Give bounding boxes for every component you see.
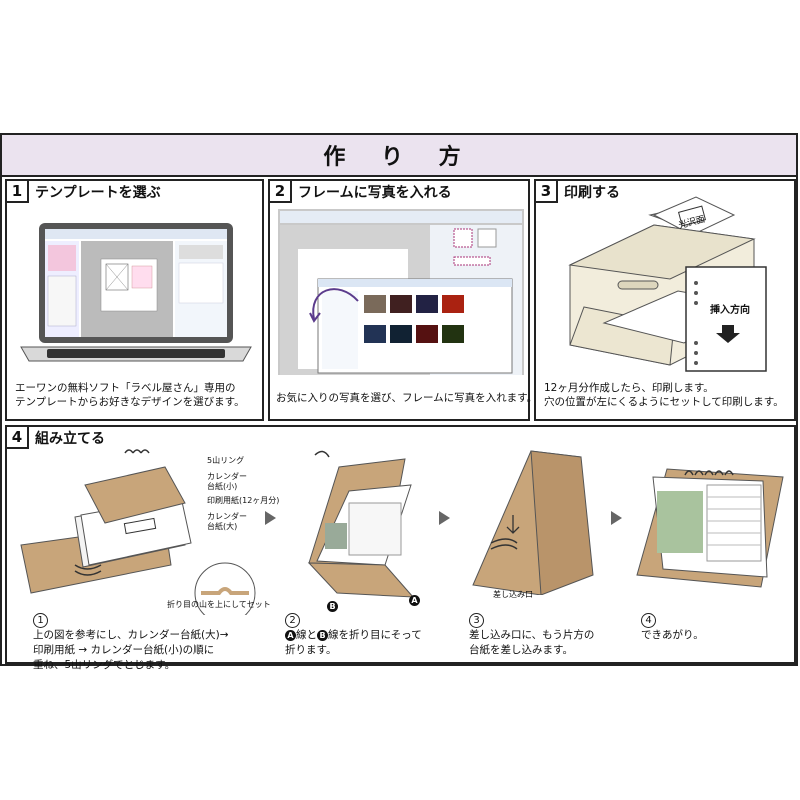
caption-line: 12ヶ月分作成したら、印刷します。 [544,382,714,394]
step-2-panel: 2 フレームに写真を入れる お気に入りの写 [268,179,537,421]
instructions-frame: 作 り 方 1 テンプレートを選ぶ エーワンの無料ソフト「ラベ [0,133,798,671]
insert-direction-label: 挿入方向 [710,305,750,316]
assembly-exploded-illustration [20,449,256,615]
next-arrow-icon [439,511,450,525]
caption-line: 穴の位置が左にくるようにセットして印刷します。 [544,396,784,408]
board-large-label-1: カレンダー [207,512,247,521]
folding-illustration [307,450,415,598]
sub-step-line: 折ります。 [285,644,337,656]
sub-step-4: 4 できあがり。 [641,613,704,641]
slot-label: 差し込み口 [493,590,533,599]
page-title: 作 り 方 [2,135,796,177]
line-a-label: A [409,595,420,606]
print-paper-label: 印刷用紙(12ヶ月分) [207,496,280,505]
caption-line: エーワンの無料ソフト「ラベル屋さん」専用の [15,382,236,394]
step-number: 4 [7,427,29,449]
sub-step-line: 印刷用紙 → カレンダー台紙(小)の順に [33,644,215,656]
step-number: 1 [7,181,29,203]
line-b-label: B [327,601,338,612]
step-number: 2 [270,181,292,203]
board-small-label-2: 台紙(小) [207,482,238,491]
step-1-panel: 1 テンプレートを選ぶ エーワンの無料ソフト「ラベル屋さん」専用の テンプレート… [5,179,264,421]
sub-step-line: 上の図を参考にし、カレンダー台紙(大)→ [33,629,229,641]
finished-calendar-illustration [636,468,784,588]
caption-line: お気に入りの写真を選び、フレームに写真を入れます。 [276,392,538,404]
caption-line: テンプレートからお好きなデザインを選びます。 [15,396,245,408]
sub-step-line: 重ね、5山リングでとじます。 [33,659,176,671]
step-title: テンプレートを選ぶ [35,185,161,201]
sub-step-line: できあがり。 [641,629,704,641]
board-small-label-1: カレンダー [207,472,247,481]
sub-step-line: 差し込み口に、もう片方の [469,629,595,641]
next-arrow-icon [611,511,622,525]
printer-illustration [568,196,767,372]
sub-step-line: 台紙を差し込みます。 [469,644,573,656]
laptop-illustration [20,223,252,362]
sub-step-3: 3 差し込み口に、もう片方の 台紙を差し込みます。 [469,613,595,656]
step-title: 組み立てる [35,431,105,447]
step-title: フレームに写真を入れる [298,185,452,201]
sub-step-1: 1 上の図を参考にし、カレンダー台紙(大)→ 印刷用紙 → カレンダー台紙(小)… [33,613,229,671]
board-large-label-2: 台紙(大) [207,522,238,531]
step-number: 3 [536,181,558,203]
ring-label: 5山リング [207,456,245,465]
step-4-panel: 4 組み立てる 5山リング カレンダー 台紙(小) 印刷用紙(12ヶ月分) カレ… [5,425,796,671]
step-title: 印刷する [564,185,620,201]
step-3-panel: 3 印刷する 光沢面 挿入方向 12ヶ月分作成したら、印刷します。 穴の位置が左… [534,179,796,421]
next-arrow-icon [265,511,276,525]
fold-note-label: 折り目の山を上にしてセット [167,600,271,609]
software-screenshot-illustration [278,209,524,375]
tent-stand-illustration [472,450,594,595]
